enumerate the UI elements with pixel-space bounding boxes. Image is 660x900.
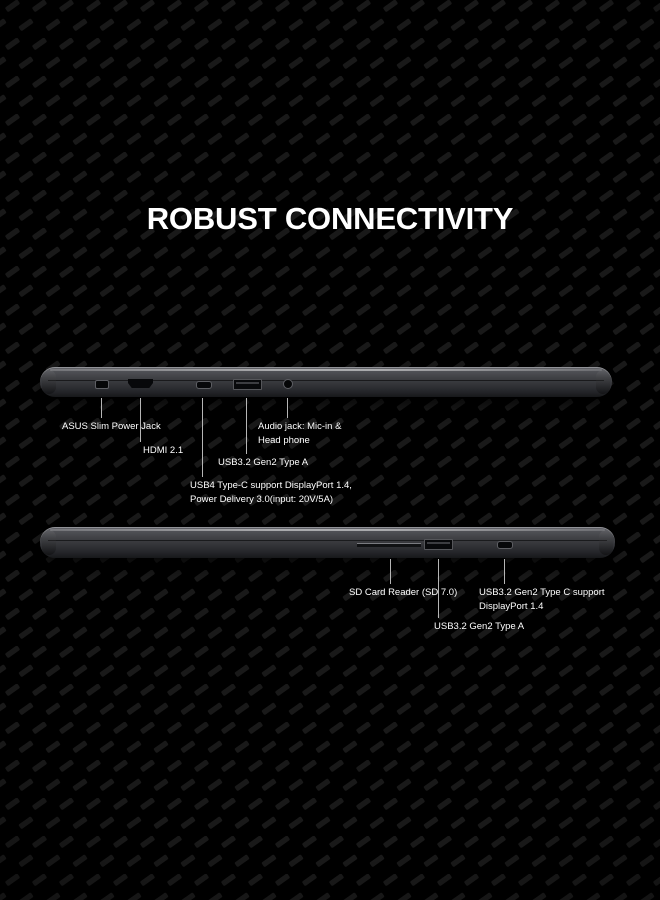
label-usb-c-line1: USB3.2 Gen2 Type C support xyxy=(479,587,605,598)
label-usb-c-line2: DisplayPort 1.4 xyxy=(479,601,544,612)
callout-line-usb4 xyxy=(202,398,203,477)
lid-highlight xyxy=(50,369,602,371)
usb-c-port xyxy=(196,381,212,389)
label-usb4-line2: Power Delivery 3.0(input: 20V/5A) xyxy=(190,494,334,505)
laptop-chassis xyxy=(40,367,612,397)
usb-c-port xyxy=(497,541,513,549)
page-title: ROBUST CONNECTIVITY xyxy=(146,201,514,236)
label-power-jack: ASUS Slim Power Jack xyxy=(62,421,161,432)
label-audio-jack: Audio jack: Mic-in & Head phone xyxy=(258,420,341,448)
laptop-left-side-view xyxy=(40,367,612,397)
power-jack-port xyxy=(95,380,109,389)
callout-line-usb-c xyxy=(504,559,505,584)
label-audio-line1: Audio jack: Mic-in & xyxy=(258,421,342,432)
callout-line-usb-a xyxy=(246,398,247,454)
callout-line-sd xyxy=(390,559,391,584)
hinge-edge xyxy=(596,370,610,394)
front-edge xyxy=(599,530,613,555)
usb-a-port xyxy=(233,379,262,390)
laptop-right-side-view xyxy=(40,527,615,558)
callout-line-power xyxy=(101,398,102,418)
label-usb-a-right: USB3.2 Gen2 Type A xyxy=(434,621,525,632)
hdmi-port xyxy=(128,379,153,388)
label-audio-line2: Head phone xyxy=(258,435,310,446)
label-usb-c-right: USB3.2 Gen2 Type C support DisplayPort 1… xyxy=(479,586,605,614)
sd-card-slot xyxy=(357,543,421,547)
usb-a-port xyxy=(424,539,453,550)
audio-jack-port xyxy=(283,379,293,389)
hinge-edge xyxy=(42,530,56,555)
label-sd-reader: SD Card Reader (SD 7.0) xyxy=(349,587,458,598)
label-usb-a-left: USB3.2 Gen2 Type A xyxy=(218,457,309,468)
chassis-seam xyxy=(48,540,607,542)
front-edge xyxy=(42,370,56,394)
callout-line-audio xyxy=(287,398,288,418)
label-usb4-line1: USB4 Type-C support DisplayPort 1.4, xyxy=(190,480,352,491)
lid-highlight xyxy=(50,529,605,531)
label-hdmi: HDMI 2.1 xyxy=(143,445,184,456)
laptop-chassis xyxy=(40,527,615,558)
label-usb4: USB4 Type-C support DisplayPort 1.4, Pow… xyxy=(190,479,352,507)
